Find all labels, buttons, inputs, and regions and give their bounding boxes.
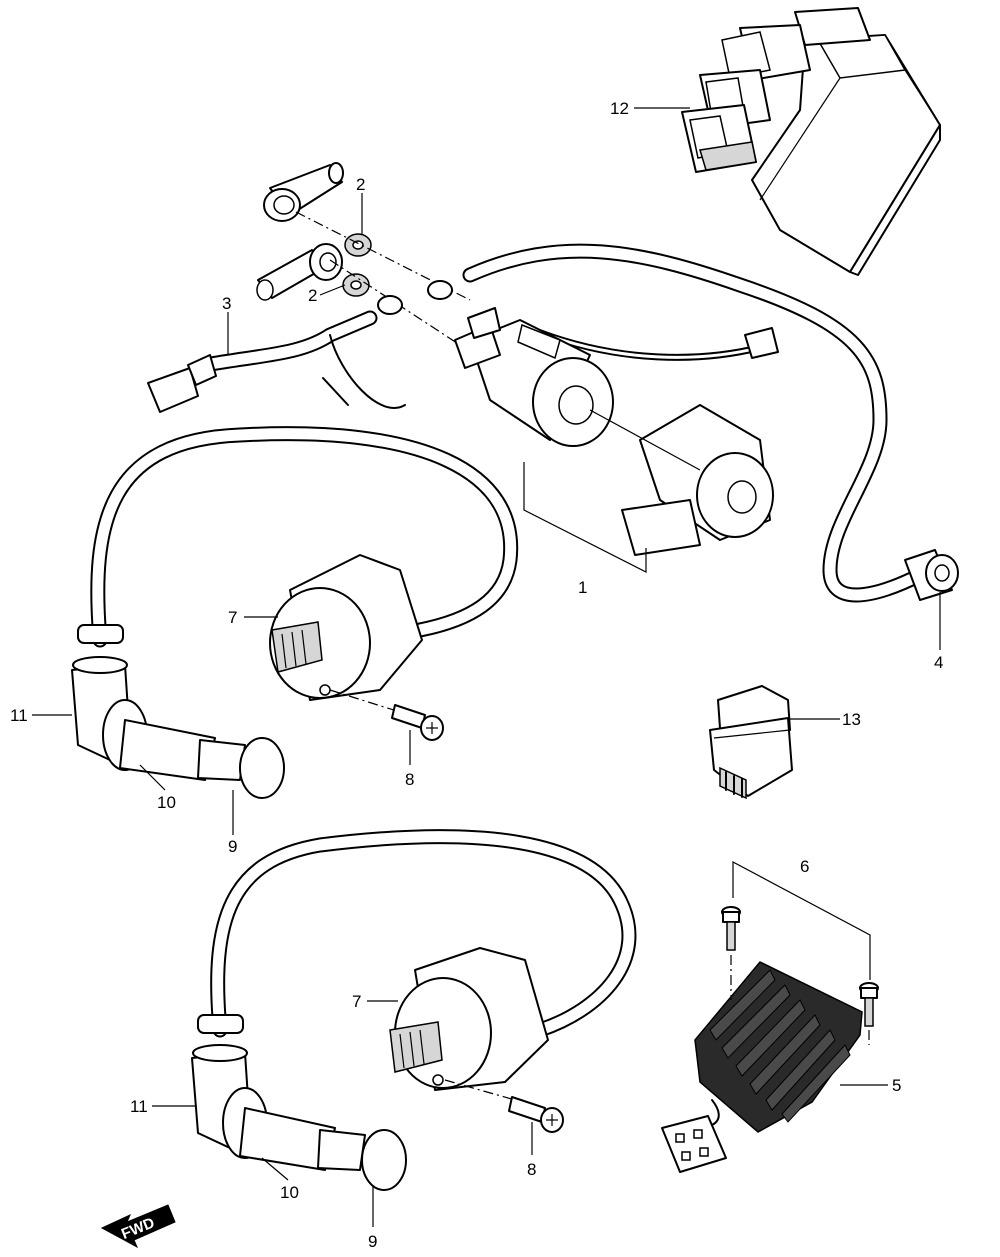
part-6-mounting-bolts [721,861,879,1045]
callout-3: 3 [222,294,231,313]
callout-12: 12 [610,99,629,118]
callout-7-lower: 7 [352,992,361,1011]
callout-7-upper: 7 [228,608,237,627]
callout-5: 5 [892,1076,901,1095]
upper-ignition-coil-assembly [71,426,519,799]
lower-ignition-coil-assembly [191,829,637,1191]
callout-9-lower: 9 [368,1232,377,1251]
callout-2-lower: 2 [308,286,317,305]
part-3-battery-lead [147,295,406,413]
callout-13: 13 [842,710,861,729]
callout-8-upper: 8 [405,770,414,789]
callout-2-upper: 2 [356,175,365,194]
part-2-terminal-caps [256,162,471,346]
callout-1: 1 [578,578,587,597]
callout-9-upper: 9 [228,837,237,856]
part-12-control-unit [681,7,941,276]
part-5-regulator-rectifier [661,961,863,1173]
callout-8-lower: 8 [527,1160,536,1179]
callout-10-lower: 10 [280,1183,299,1202]
callout-11-upper: 11 [10,706,28,725]
part-1-starter-relay [454,307,774,573]
callout-11-lower: 11 [130,1097,148,1116]
callout-leaders [32,107,941,1227]
forward-direction-arrow: FWD [100,1204,176,1249]
callout-10-upper: 10 [157,793,176,812]
callout-6: 6 [800,857,809,876]
part-13-relay [709,685,793,800]
part-4-starter-cable [427,243,959,603]
callout-labels: 12 2 2 3 1 4 13 7 8 11 10 9 6 7 5 11 8 1… [10,99,943,1251]
callout-4: 4 [934,653,943,672]
